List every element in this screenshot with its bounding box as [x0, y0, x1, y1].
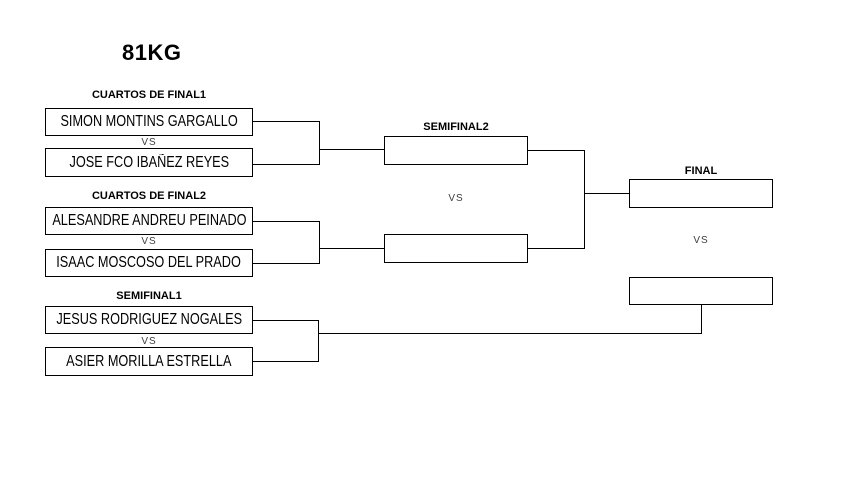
- player-name: ISAAC MOSCOSO DEL PRADO: [56, 254, 242, 271]
- bracket-connector-qf2-join: [319, 221, 320, 264]
- player-name: JOSE FCO IBAÑEZ REYES: [69, 153, 229, 171]
- bracket-connector-qf1-top: [253, 121, 319, 122]
- match-slot-qf1-player1: SIMON MONTINS GARGALLO: [45, 108, 253, 136]
- round-label-semifinal2: SEMIFINAL2: [423, 121, 489, 133]
- round-label-cuartos-de-final2: CUARTOS DE FINAL2: [91, 190, 207, 202]
- player-name: SIMON MONTINS GARGALLO: [60, 113, 238, 130]
- match-slot-qf2-player2: ISAAC MOSCOSO DEL PRADO: [45, 249, 253, 277]
- player-name: ASIER MORILLA ESTRELLA: [66, 352, 232, 370]
- bracket-connector-qf1-out: [319, 149, 384, 150]
- match-slot-sf1-player2: ASIER MORILLA ESTRELLA: [45, 347, 253, 376]
- bracket-connector-sf2-join: [584, 150, 585, 249]
- bracket-connector-qf2-out: [319, 248, 384, 249]
- bracket-connector-qf2-top: [253, 221, 319, 222]
- player-name: ALESANDRE ANDREU PEINADO: [51, 212, 247, 229]
- match-slot-qf2-player1: ALESANDRE ANDREU PEINADO: [45, 207, 253, 235]
- weight-class-title: 81KG: [122, 40, 182, 65]
- bracket-connector-sf1-up: [701, 305, 702, 334]
- bracket-connector-sf1-bottom: [253, 361, 318, 362]
- match-slot-sf2-player1: [384, 136, 528, 165]
- match-slot-sf1-player1: JESUS RODRIGUEZ NOGALES: [45, 306, 253, 334]
- bracket-connector-qf2-bottom: [253, 263, 319, 264]
- bracket-connector-qf1-bottom: [253, 164, 319, 165]
- round-label-semifinal1: SEMIFINAL1: [116, 290, 182, 302]
- bracket-connector-sf1-join: [318, 320, 319, 362]
- round-label-final: FINAL: [684, 165, 718, 177]
- round-label-cuartos-de-final1: CUARTOS DE FINAL1: [91, 89, 207, 101]
- match-slot-final-player2: [629, 277, 773, 305]
- match-slot-qf1-player2: JOSE FCO IBAÑEZ REYES: [45, 148, 253, 177]
- vs-label-sf2: VS: [448, 193, 464, 204]
- match-slot-sf2-player2: [384, 234, 528, 263]
- bracket-connector-sf1-out: [318, 333, 702, 334]
- vs-label-final: VS: [693, 235, 709, 246]
- vs-label-qf1: VS: [141, 137, 157, 148]
- vs-label-qf2: VS: [141, 236, 157, 247]
- player-name: JESUS RODRIGUEZ NOGALES: [56, 311, 242, 328]
- bracket-connector-sf1-top: [253, 320, 318, 321]
- match-slot-final-player1: [629, 179, 773, 208]
- vs-label-sf1: VS: [141, 336, 157, 347]
- bracket-connector-sf2-out: [584, 193, 629, 194]
- bracket-connector-sf2-bottom: [528, 248, 584, 249]
- bracket-connector-sf2-top: [528, 150, 584, 151]
- bracket-connector-qf1-join: [319, 121, 320, 165]
